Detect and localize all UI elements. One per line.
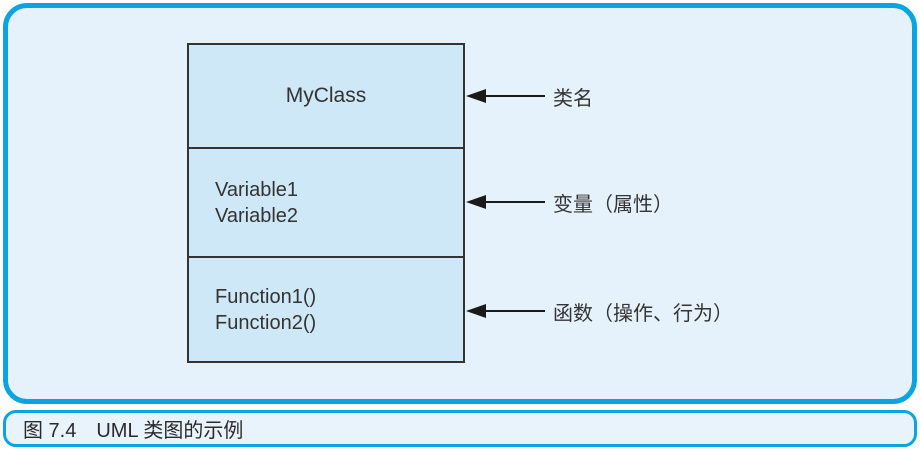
arrowhead-left-icon	[466, 195, 486, 209]
function-text: Function1()	[215, 285, 317, 308]
figure-title: UML 类图的示例	[96, 420, 244, 442]
annotation-functions: 函数（操作、行为）	[466, 297, 733, 325]
variable-text: Variable2	[215, 204, 299, 227]
variables-list: Variable1 Variable2	[189, 149, 463, 256]
figure-caption: 图 7.4 UML 类图的示例	[3, 410, 917, 447]
annotation-class-name: 类名	[466, 82, 593, 110]
arrowhead-left-icon	[466, 304, 486, 318]
class-name-compartment: MyClass	[189, 45, 463, 149]
arrow-shaft	[486, 201, 545, 203]
functions-compartment: Function1() Function2()	[189, 258, 463, 361]
arrowhead-left-icon	[466, 89, 486, 103]
variable-text: Variable1	[215, 178, 299, 201]
functions-list: Function1() Function2()	[189, 258, 463, 361]
variables-compartment: Variable1 Variable2	[189, 149, 463, 258]
annotation-variables: 变量（属性）	[466, 188, 673, 216]
annotation-label: 变量（属性）	[553, 193, 673, 216]
arrow-shaft	[486, 310, 545, 312]
arrow-shaft	[486, 95, 545, 97]
figure-number: 图 7.4	[23, 420, 77, 442]
class-name-text: MyClass	[285, 84, 367, 107]
annotation-label: 函数（操作、行为）	[553, 302, 733, 325]
uml-class-box: MyClass Variable1 Variable2 Function1() …	[187, 43, 465, 363]
function-text: Function2()	[215, 311, 317, 334]
annotation-label: 类名	[553, 87, 593, 110]
